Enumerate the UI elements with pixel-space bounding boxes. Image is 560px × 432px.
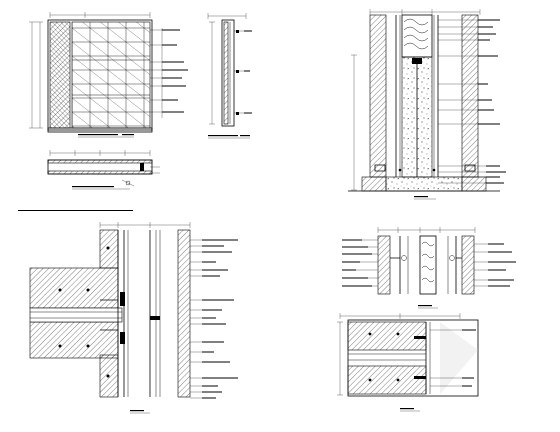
vertical-section-drawing (348, 9, 506, 200)
t-junction-plan-drawing (29, 222, 238, 414)
general-note-line (18, 210, 133, 211)
plan-strip-drawing (47, 150, 160, 190)
wall-plan-b-drawing (342, 227, 516, 309)
anchor-bolts (58, 246, 110, 378)
elevation-drawing (29, 12, 188, 138)
side-section-drawing (207, 13, 252, 139)
wall-plan-c-drawing (337, 313, 479, 412)
